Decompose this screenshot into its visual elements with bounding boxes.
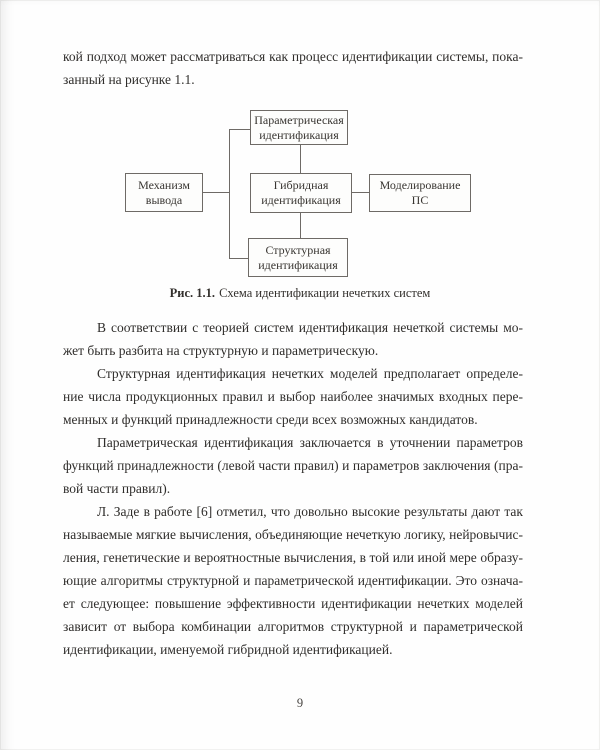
diagram-box-label: Параметрическая идентификация xyxy=(254,112,344,142)
figure-caption-text: Схема идентификации нечетких систем xyxy=(219,286,431,300)
connector-hybrid-structural xyxy=(300,211,301,238)
text-line: В соответствии с теорией систем идентифи… xyxy=(97,320,523,335)
body-text: В соответствии с теорией систем идентифи… xyxy=(63,316,523,661)
connector-branch-from-inference xyxy=(201,192,229,193)
paragraph: В соответствии с теорией систем идентифи… xyxy=(63,316,523,362)
diagram-box-inference-mechanism: Механизм вывода xyxy=(125,173,203,212)
diagram-box-ps-modeling: Моделирование ПС xyxy=(369,174,471,212)
figure-caption-label: Рис. 1.1. xyxy=(169,286,216,300)
text-line: занный на рисунке 1.1. xyxy=(63,72,195,87)
text-line: менных и функций принадлежности среди вс… xyxy=(63,412,478,427)
connector-branch-to-structural xyxy=(229,258,248,259)
diagram-box-structural-identification: Структурная идентификация xyxy=(248,238,348,277)
connector-parametric-hybrid xyxy=(300,143,301,173)
text-line: жет быть разбита на структурную и параме… xyxy=(63,343,379,358)
text-line: Параметрическая идентификация заключаетс… xyxy=(97,435,523,450)
text-line: ления, генетические и вероятностные вычи… xyxy=(63,550,523,565)
text-line: зависит от выбора комбинации алгоритмов … xyxy=(63,619,523,634)
text-line: называемые мягкие вычисления, объединяющ… xyxy=(63,527,523,542)
text-line: кой подход может рассматриваться как про… xyxy=(63,49,523,64)
diagram-box-hybrid-identification: Гибридная идентификация xyxy=(250,173,352,213)
page-number: 9 xyxy=(296,696,304,710)
paragraph: Структурная идентификация нечетких модел… xyxy=(63,362,523,431)
intro-paragraph: кой подход может рассматриваться как про… xyxy=(63,45,523,91)
diagram-box-label: Структурная идентификация xyxy=(258,242,338,272)
text-line: ет следующее: повышение эффективности ид… xyxy=(63,596,523,611)
diagram-box-label: Механизм вывода xyxy=(138,177,190,207)
text-line: вой части правил). xyxy=(63,481,171,496)
text-line: идентификации, именуемой гибридной идент… xyxy=(63,642,393,657)
diagram-box-label: Моделирование ПС xyxy=(379,178,461,207)
diagram-box-label: Гибридная идентификация xyxy=(261,178,341,207)
figure-caption: Рис. 1.1.Схема идентификации нечетких си… xyxy=(0,286,600,301)
text-line: Л. Заде в работе [6] отметил, что доволь… xyxy=(97,504,523,519)
paragraph: Параметрическая идентификация заключаетс… xyxy=(63,431,523,500)
paragraph: Л. Заде в работе [6] отметил, что доволь… xyxy=(63,500,523,661)
text-line: Структурная идентификация нечетких модел… xyxy=(97,366,523,381)
connector-branch-to-parametric xyxy=(229,129,250,130)
connector-hybrid-modeling xyxy=(350,192,369,193)
text-line: функций принадлежности (левой части прав… xyxy=(63,458,523,473)
connector-trunk-vertical xyxy=(229,129,230,258)
text-line: ющие алгоритмы структурной и параметриче… xyxy=(63,573,523,588)
text-line: ние числа продукционных правил и выбор н… xyxy=(63,389,523,404)
diagram-box-parametric-identification: Параметрическая идентификация xyxy=(250,110,348,145)
